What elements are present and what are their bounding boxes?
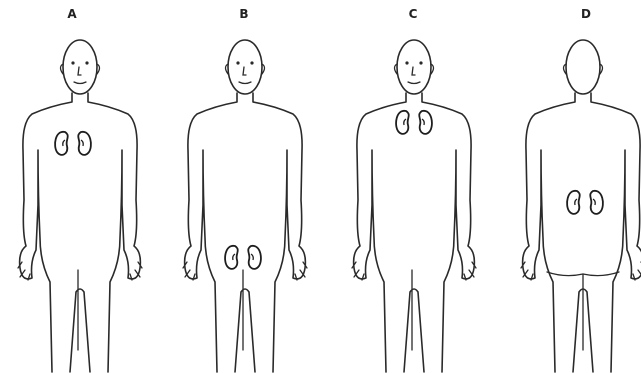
figure-label-a: A <box>67 7 77 21</box>
human-figure-front-c <box>352 40 476 372</box>
human-figure-front-a <box>18 40 142 372</box>
kidney-pair-chest-a <box>55 132 91 155</box>
figure-label-b: B <box>239 7 248 21</box>
figure-b: B <box>183 7 307 372</box>
kidney-pair-lower-back-d <box>567 191 603 214</box>
human-figure-back-d <box>521 40 641 372</box>
figure-c: C <box>352 7 476 372</box>
figure-label-c: C <box>409 7 418 21</box>
human-figure-front-b <box>183 40 307 372</box>
kidney-pair-pelvis-b <box>225 246 261 269</box>
kidney-pair-upper-chest-c <box>396 111 432 134</box>
figure-d: D <box>521 7 641 372</box>
figure-a: A <box>18 7 142 372</box>
figure-label-d: D <box>581 7 591 21</box>
